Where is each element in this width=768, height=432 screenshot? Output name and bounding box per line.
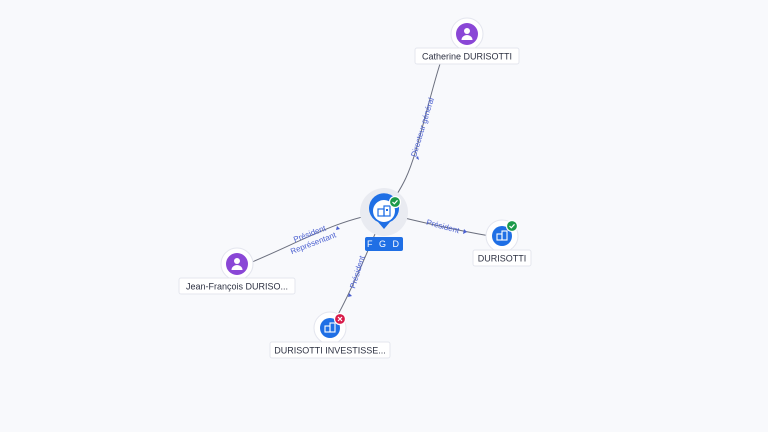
node-durisotti-inv[interactable]: DURISOTTI INVESTISSE... (269, 311, 391, 359)
center-node-label-pill (365, 237, 403, 251)
building-icon (496, 230, 508, 241)
building-icon (377, 205, 391, 217)
node-label-bg (178, 277, 296, 295)
arrow-icon (463, 229, 467, 234)
node-durisotti[interactable]: DURISOTTI (472, 219, 532, 267)
node-label-bg (269, 341, 391, 359)
svg-text:Président: Président (425, 218, 461, 236)
svg-text:Directeur général: Directeur général (409, 96, 436, 158)
arrow-icon (336, 226, 340, 230)
svg-text:Président: Président (348, 254, 367, 290)
arrow-icon (348, 293, 352, 297)
person-icon (231, 258, 243, 270)
edge-label-durisotti-inv: Président (348, 254, 367, 290)
node-label: Catherine DURISOTTI (422, 52, 512, 62)
edge-catherine (383, 63, 441, 214)
status-active-icon (388, 195, 402, 209)
status-closed-icon (333, 312, 347, 326)
node-catherine[interactable]: Catherine DURISOTTI (414, 17, 520, 65)
center-node-label: F G D (367, 239, 401, 249)
edge-label-jean-francois: Président Représentant (289, 223, 338, 256)
node-label-bg (472, 249, 532, 267)
status-active-icon (505, 219, 519, 233)
person-icon (461, 28, 473, 40)
arrow-icon (416, 156, 419, 160)
node-label: Jean-François DURISO... (186, 282, 288, 292)
node-label-bg (414, 47, 520, 65)
edge-label-durisotti: Président (425, 218, 461, 236)
center-node[interactable]: F G D (360, 188, 408, 251)
edge-label-catherine: Directeur général (409, 96, 436, 158)
building-icon (324, 322, 336, 333)
node-label: DURISOTTI (478, 254, 527, 264)
node-label: DURISOTTI INVESTISSE... (274, 346, 386, 356)
node-jean-francois[interactable]: Jean-François DURISO... (178, 247, 296, 295)
